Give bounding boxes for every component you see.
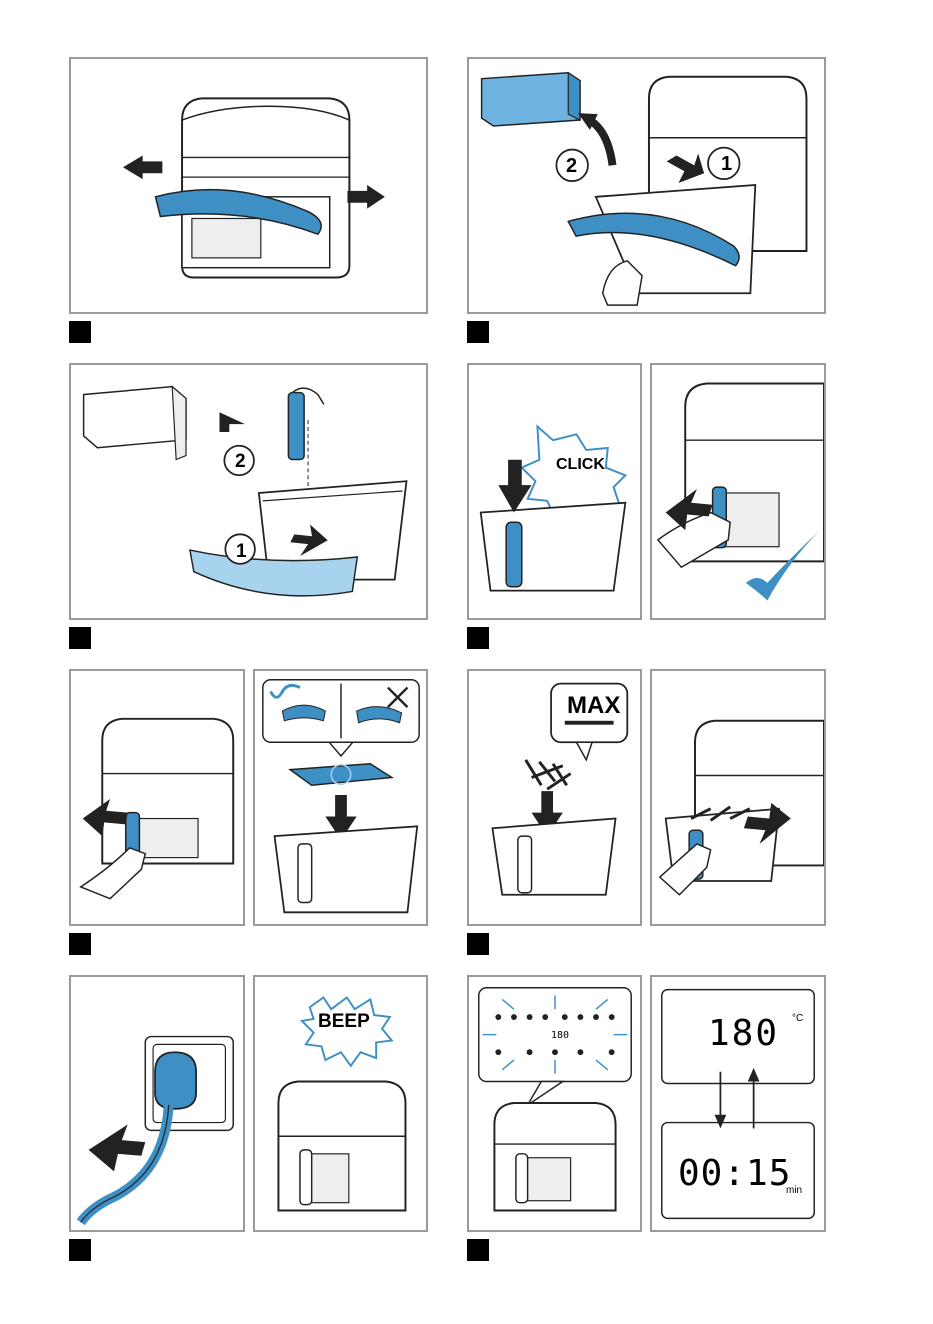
arrow-in-icon [89,1125,146,1172]
control-panel-illustration [469,977,640,1230]
arrow-left-icon [123,155,162,179]
figure-8b-display-toggle: 180 °C 00:15 min [650,975,826,1232]
click-label: CLICK [556,456,605,474]
temperature-value: 180 [708,1013,779,1054]
pull-basket-illustration [71,671,243,924]
insert-basket-illustration [652,365,824,618]
max-label: MAX [567,692,620,720]
grill-plate-icon [290,764,392,785]
time-unit: min [786,1185,802,1196]
figure-2-marker [467,321,489,343]
step-1-label-fig3: 1 [236,541,247,563]
step-1-label: 1 [721,153,732,176]
beep-label: BEEP [318,1011,370,1033]
figure-2-remove-box-from-basket: 2 1 [467,57,826,314]
box-removal-illustration [469,59,824,312]
plug-icon [155,1052,196,1109]
figure-4-marker [467,627,489,649]
handle-click-illustration [469,365,640,618]
figure-5b-insert-plate [253,669,428,926]
figure-6b-insert-filled-basket [650,669,826,926]
figure-5a-pull-basket [69,669,245,926]
panel-small-temperature: 180 [551,1030,569,1041]
arrow-right-icon [347,185,384,209]
figure-1-marker [69,321,91,343]
plug-in-illustration [71,977,243,1230]
temperature-unit: °C [792,1013,803,1024]
figure-5-marker [69,933,91,955]
handle-icon [288,393,304,460]
step-2-label: 2 [566,155,577,178]
figure-6a-max-fill: MAX [467,669,642,926]
figure-7-marker [69,1239,91,1261]
figure-4b-insert-basket [650,363,826,620]
figure-8-marker [467,1239,489,1261]
figure-6-marker [467,933,489,955]
time-value: 00:15 [678,1153,791,1194]
figure-3-marker [69,627,91,649]
plate-insert-illustration [255,671,426,924]
figure-7a-plug-in [69,975,245,1232]
insert-filled-basket-illustration [652,671,824,924]
step-2-label-fig3: 2 [235,451,246,473]
handle-attachment-illustration [71,365,426,618]
figure-4a-click-handle: CLICK [467,363,642,620]
figure-1-remove-packaging-band [69,57,428,314]
fries-icon [526,760,571,789]
figure-3-attach-handle: 2 1 [69,363,428,620]
air-fryer-with-band-illustration [71,59,426,312]
figure-8a-control-panel: 180 [467,975,642,1232]
arrow-right-icon [219,412,245,432]
figure-7b-beep: BEEP [253,975,428,1232]
